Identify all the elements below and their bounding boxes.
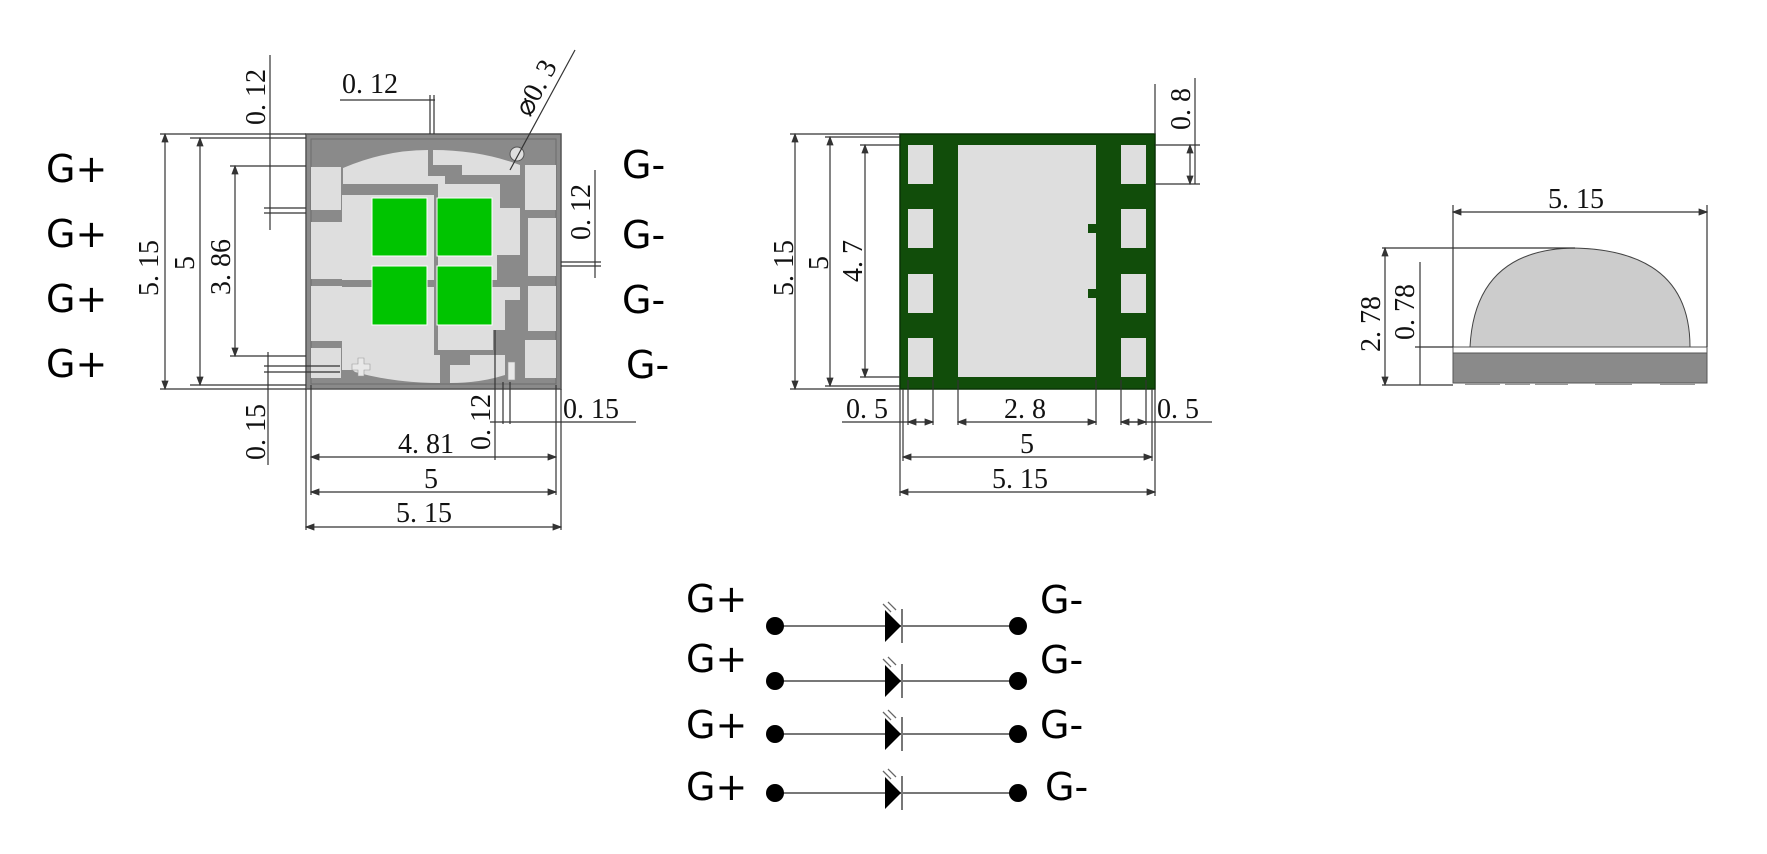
terminal-label-anode: G+ (46, 212, 107, 256)
top-pads-left (311, 167, 342, 378)
terminal-label-anode: G+ (46, 342, 107, 386)
light-emission-icon (882, 709, 897, 721)
led-chip (436, 197, 493, 257)
terminal-label-cathode: G- (622, 143, 665, 187)
dim-width-515: 5. 15 (396, 498, 452, 529)
top-view: 0. 12 0. 12 ⌀0. 3 0. 12 5. 15 5 3. 86 0.… (46, 49, 669, 531)
terminal-dot-cathode (1009, 617, 1027, 635)
side-pad (908, 209, 933, 248)
dim-width: 5. 15 (1548, 184, 1604, 215)
dim-width-5: 5 (424, 464, 438, 495)
dim-base-height: 0. 78 (1390, 284, 1421, 340)
led-chip (371, 265, 428, 326)
side-view-dimension-lines (1381, 205, 1709, 387)
side-base (1452, 352, 1708, 384)
side-pad (908, 274, 933, 313)
terminal-dot-cathode (1009, 725, 1027, 743)
side-pad (1121, 209, 1146, 248)
schematic-anode-label: G+ (686, 637, 747, 681)
light-emission-icon (882, 656, 897, 668)
led-diode-icon (885, 665, 901, 697)
side-pad (1121, 274, 1146, 313)
circuit-schematic (766, 601, 1027, 810)
dim-top-gap-h: 0. 12 (342, 69, 398, 100)
terminal-dot-anode (766, 617, 784, 635)
terminal-dot-anode (766, 725, 784, 743)
schematic-cathode-label: G- (1040, 578, 1083, 622)
led-diode-icon (885, 610, 901, 642)
bottom-pads (908, 145, 1146, 377)
dim-top-gap-v: 0. 12 (241, 69, 272, 125)
dim-pad-pitch: 0. 8 (1166, 88, 1197, 130)
terminal-dot-cathode (1009, 784, 1027, 802)
dim-width-5: 5 (1020, 429, 1034, 460)
dim-hole: ⌀0. 3 (509, 55, 564, 122)
terminal-dot-cathode (1009, 672, 1027, 690)
dim-width-481: 4. 81 (398, 429, 454, 460)
dim-bottom-left: 0. 15 (241, 404, 272, 460)
bottom-view-dimension-lines (790, 78, 1212, 496)
dim-pad-h: 3. 86 (206, 239, 237, 295)
schematic-cathode-label: G- (1045, 765, 1088, 809)
dim-bottom-gap: 0. 12 (466, 394, 497, 450)
polarity-minus-mark (507, 361, 516, 381)
terminal-dot-anode (766, 784, 784, 802)
schematic-anode-label: G+ (686, 703, 747, 747)
dim-right-pad-w: 0. 5 (1157, 394, 1199, 425)
polarity-plus-mark (351, 357, 371, 377)
light-emission-icon (882, 601, 897, 613)
side-pad (1121, 338, 1146, 377)
schematic-cathode-label: G- (1040, 703, 1083, 747)
terminal-label-anode: G+ (46, 277, 107, 321)
dim-width-515: 5. 15 (992, 464, 1048, 495)
terminal-label-anode: G+ (46, 147, 107, 191)
led-diode-icon (885, 718, 901, 750)
side-pad (908, 145, 933, 184)
dim-outer-h: 5. 15 (134, 240, 165, 296)
side-view: 5. 15 2. 78 0. 78 (1356, 184, 1709, 387)
dim-bottom-right: 0. 15 (563, 394, 619, 425)
lens-dome (1469, 247, 1691, 348)
led-chip (436, 265, 493, 326)
dim-left-pad-w: 0. 5 (846, 394, 888, 425)
led-chips (371, 197, 493, 326)
schematic-cathode-label: G- (1040, 638, 1083, 682)
terminal-label-cathode: G- (626, 343, 669, 387)
led-chip (371, 197, 428, 257)
dim-total-height: 2. 78 (1356, 296, 1387, 352)
side-pad (1121, 145, 1146, 184)
top-view-dimension-lines (160, 49, 636, 531)
schematic-anode-label: G+ (686, 577, 747, 621)
dim-center-pad-w: 2. 8 (1004, 394, 1046, 425)
dim-inner-h: 5 (170, 256, 201, 270)
dim-pad-h: 4. 7 (838, 240, 869, 282)
terminal-dot-anode (766, 672, 784, 690)
terminal-label-cathode: G- (622, 213, 665, 257)
side-pad (908, 338, 933, 377)
terminal-label-cathode: G- (622, 278, 665, 322)
dim-inner-h: 5 (804, 256, 835, 270)
bottom-view: 0. 8 5. 15 5 4. 7 0. 5 2. 8 0. 5 5 5. 15 (769, 78, 1212, 496)
light-emission-icon (882, 768, 897, 780)
dim-outer-h: 5. 15 (769, 240, 800, 296)
schematic-anode-label: G+ (686, 765, 747, 809)
thermal-pad (958, 145, 1096, 377)
dim-right-gap: 0. 12 (566, 184, 597, 240)
led-diode-icon (885, 777, 901, 809)
